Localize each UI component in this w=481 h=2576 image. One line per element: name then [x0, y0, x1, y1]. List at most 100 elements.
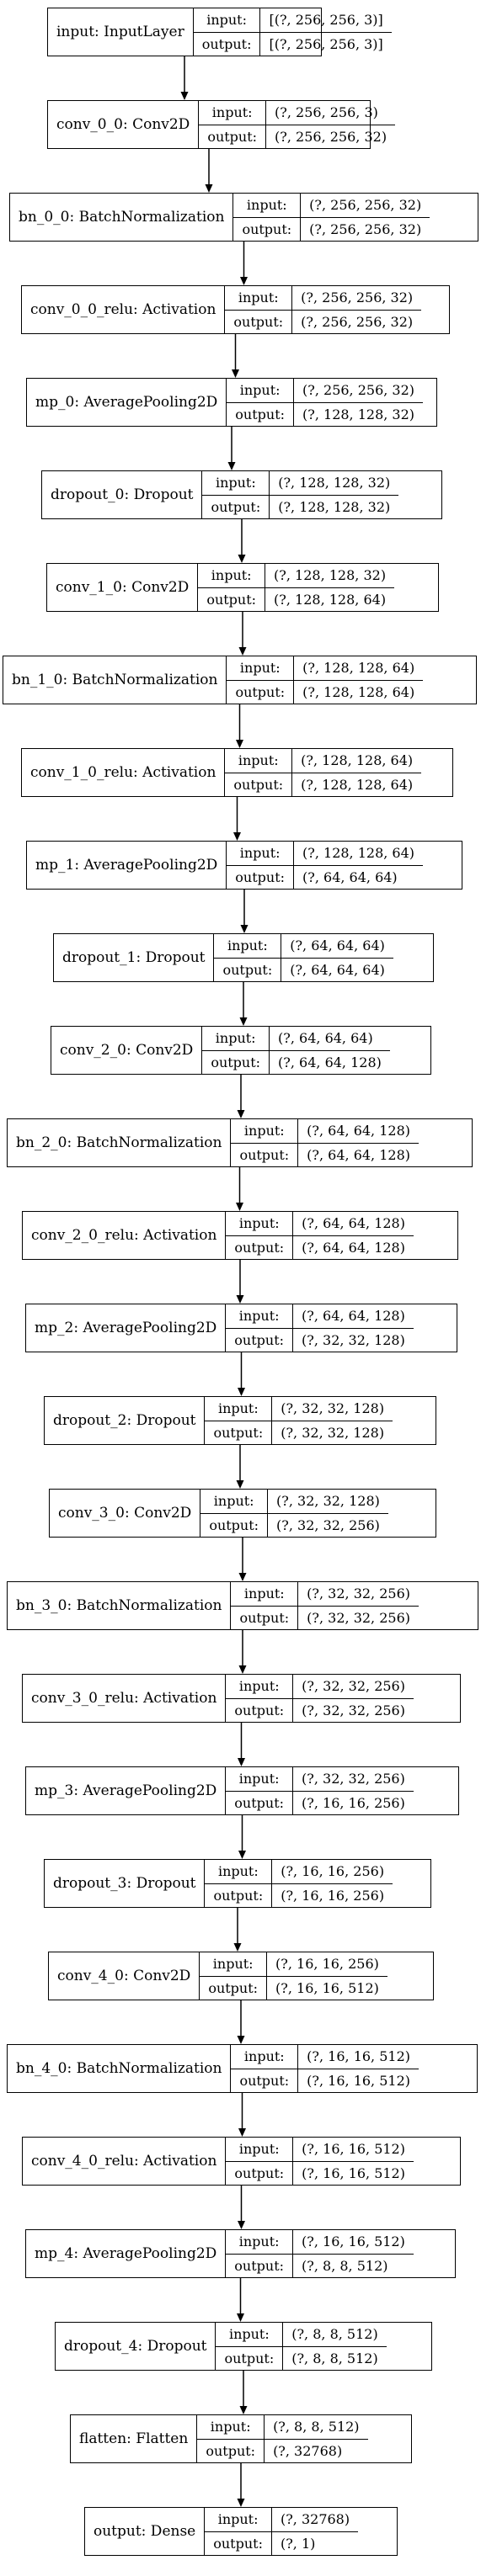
input-label: input:	[202, 1027, 270, 1051]
output-label: output:	[213, 1887, 264, 1904]
input-label: input:	[202, 471, 270, 496]
io-labels: input:output:	[225, 286, 293, 333]
output-shape: (?, 16, 16, 256)	[281, 1887, 385, 1904]
io-labels: input:output:	[226, 2138, 294, 2185]
output-shape: (?, 64, 64, 64)	[290, 961, 385, 978]
output-label: output:	[234, 1239, 285, 1256]
output-shape: (?, 32, 32, 128)	[302, 1331, 405, 1348]
input-shape: (?, 16, 16, 512)	[298, 2045, 420, 2069]
shape-values: (?, 128, 128, 32)(?, 128, 128, 64)	[265, 564, 395, 611]
layer-name: dropout_0: Dropout	[42, 471, 203, 518]
output-label: output:	[206, 591, 257, 608]
input-shape: (?, 128, 128, 64)	[294, 656, 424, 681]
layer-name: bn_4_0: BatchNormalization	[8, 2045, 232, 2092]
edge-arrow	[236, 704, 243, 748]
output-label: output:	[239, 2072, 290, 2089]
edge-arrow	[237, 2463, 245, 2507]
edge-arrow	[236, 1167, 243, 1211]
edge-arrow	[238, 519, 246, 563]
layer-name: dropout_3: Dropout	[45, 1860, 206, 1907]
io-labels: input:output:	[193, 8, 261, 56]
input-shape: (?, 16, 16, 256)	[272, 1860, 393, 1884]
io-labels: input:output:	[202, 471, 270, 518]
io-labels: input:output:	[200, 1952, 268, 2000]
output-shape: (?, 128, 128, 64)	[302, 683, 415, 700]
output-shape: (?, 128, 128, 64)	[301, 776, 414, 793]
output-label: output:	[234, 1331, 285, 1348]
input-label: input:	[226, 1675, 293, 1699]
input-shape: (?, 64, 64, 64)	[281, 934, 393, 959]
layer-name: mp_2: AveragePooling2D	[26, 1304, 227, 1352]
output-shape: [(?, 256, 256, 3)]	[269, 35, 383, 52]
output-shape: (?, 64, 64, 128)	[278, 1054, 382, 1070]
io-labels: input:output:	[205, 1860, 273, 1907]
shape-values: (?, 8, 8, 512)(?, 32768)	[265, 2415, 368, 2462]
input-shape: (?, 64, 64, 64)	[270, 1027, 390, 1051]
io-labels: input:output:	[231, 1582, 299, 1629]
input-label: input:	[205, 1397, 272, 1421]
input-label: input:	[197, 2415, 265, 2440]
io-labels: input:output:	[205, 2508, 272, 2555]
input-label: input:	[231, 1582, 298, 1607]
io-labels: input:output:	[226, 1675, 294, 1722]
shape-values: (?, 64, 64, 128)(?, 32, 32, 128)	[293, 1304, 414, 1352]
layer-name: bn_3_0: BatchNormalization	[8, 1582, 232, 1629]
edge-arrow	[240, 242, 248, 285]
output-shape: (?, 16, 16, 512)	[275, 1979, 379, 1996]
input-shape: (?, 32, 32, 256)	[298, 1582, 420, 1607]
layer-name: conv_4_0: Conv2D	[49, 1952, 200, 2000]
output-shape: (?, 16, 16, 512)	[307, 2072, 411, 2089]
edge-arrow	[238, 2093, 246, 2137]
input-shape: (?, 256, 256, 32)	[292, 286, 422, 311]
shape-values: (?, 16, 16, 512)(?, 16, 16, 512)	[293, 2138, 414, 2185]
input-label: input:	[214, 934, 281, 959]
input-label: input:	[199, 101, 266, 125]
input-shape: (?, 32, 32, 128)	[268, 1490, 388, 1514]
layer-name: input: InputLayer	[48, 8, 194, 56]
input-label: input:	[233, 194, 301, 218]
shape-values: (?, 256, 256, 32)(?, 256, 256, 32)	[301, 194, 430, 241]
shape-values: (?, 256, 256, 32)(?, 128, 128, 32)	[294, 379, 424, 426]
output-label: output:	[242, 220, 292, 237]
output-label: output:	[206, 2442, 256, 2459]
edge-arrow	[236, 1445, 244, 1489]
output-shape: (?, 64, 64, 64)	[302, 868, 398, 885]
edge-arrow	[237, 1075, 245, 1118]
edge-arrow	[236, 1260, 244, 1304]
input-shape: (?, 256, 256, 3)	[266, 101, 396, 125]
edge-arrow	[227, 427, 236, 470]
output-shape: (?, 64, 64, 128)	[302, 1239, 405, 1256]
edge-arrow	[205, 149, 213, 193]
output-shape: (?, 32, 32, 256)	[307, 1609, 411, 1626]
input-shape: (?, 256, 256, 32)	[294, 379, 424, 403]
input-label: input:	[227, 842, 294, 866]
input-shape: (?, 16, 16, 512)	[293, 2138, 414, 2162]
input-label: input:	[225, 749, 292, 773]
edge-arrow	[238, 1352, 245, 1396]
layer-name: conv_4_0_relu: Activation	[23, 2138, 227, 2185]
shape-values: (?, 64, 64, 64) (?, 64, 64, 64)	[281, 934, 393, 981]
input-shape: (?, 16, 16, 256)	[267, 1952, 387, 1977]
input-shape: (?, 64, 64, 128)	[298, 1119, 420, 1144]
io-labels: input:output:	[202, 1027, 270, 1074]
shape-values: (?, 16, 16, 256) (?, 16, 16, 512)	[267, 1952, 387, 2000]
input-label: input:	[226, 2230, 293, 2255]
input-label: input:	[227, 379, 294, 403]
shape-values: [(?, 256, 256, 3)] [(?, 256, 256, 3)]	[260, 8, 392, 56]
io-labels: input:output:	[226, 1304, 294, 1352]
input-shape: [(?, 256, 256, 3)]	[260, 8, 392, 33]
layer-name: conv_0_0: Conv2D	[48, 101, 200, 148]
io-labels: input:output:	[198, 564, 266, 611]
output-label: output:	[235, 683, 286, 700]
output-shape: (?, 256, 256, 32)	[275, 128, 387, 145]
output-shape: (?, 32, 32, 256)	[276, 1516, 380, 1533]
io-labels: input:output:	[231, 2045, 299, 2092]
edge-arrow	[238, 612, 247, 656]
output-label: output:	[235, 868, 286, 885]
input-shape: (?, 128, 128, 32)	[270, 471, 399, 496]
